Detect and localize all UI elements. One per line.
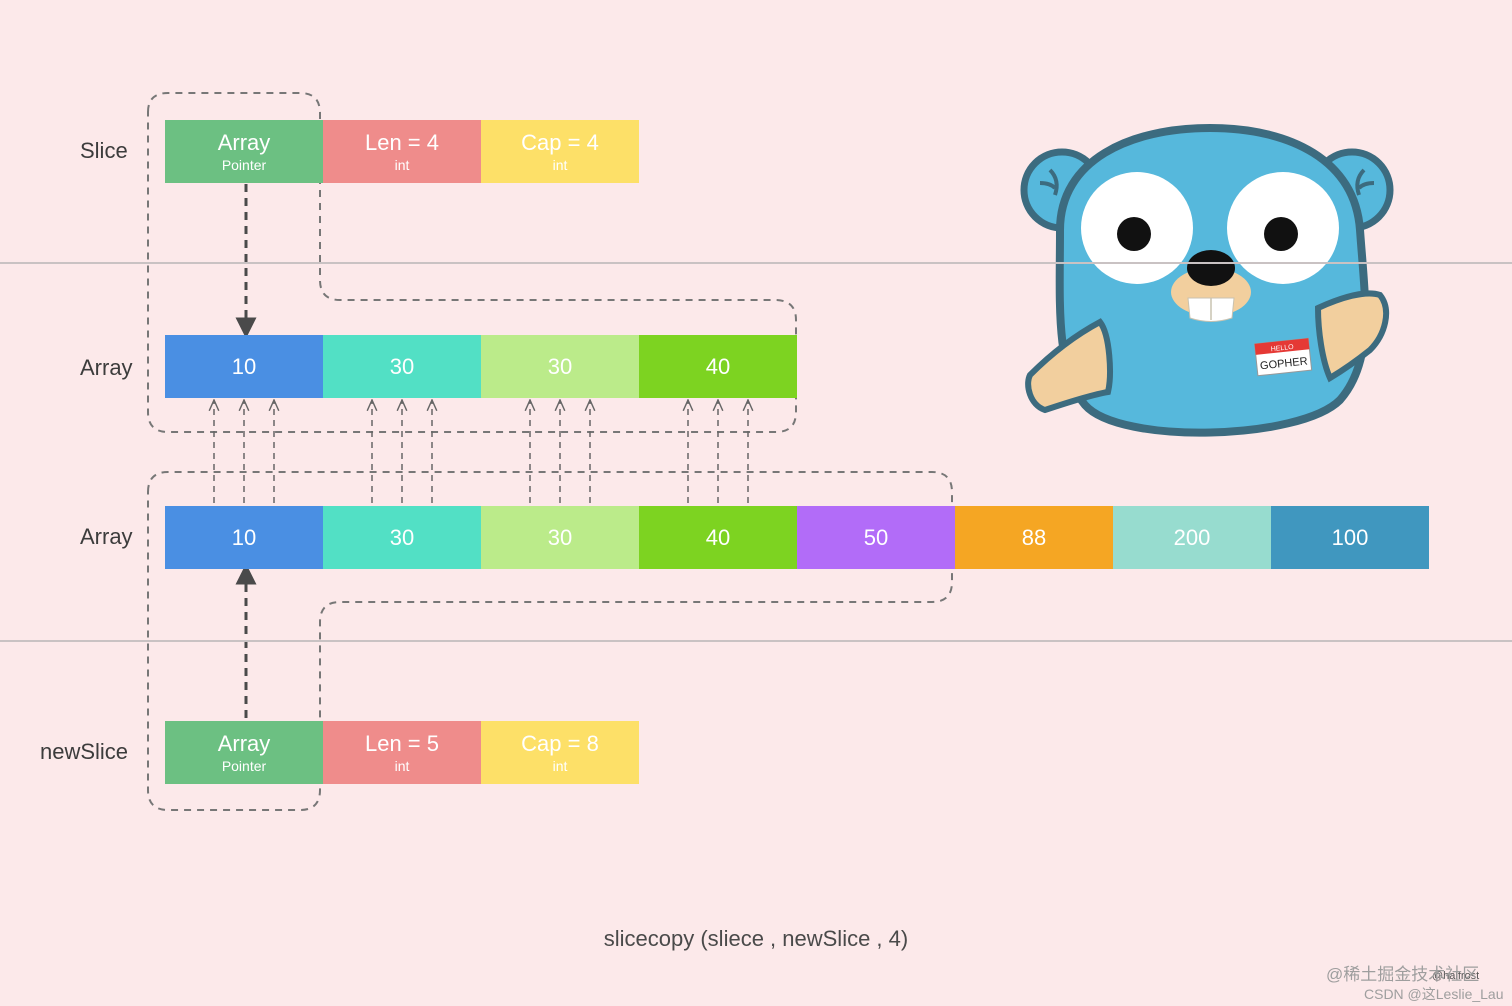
array-bottom-cell-5: 88 (955, 506, 1113, 569)
cell-sub-text: int (394, 156, 410, 173)
separator-bottom (0, 640, 1512, 642)
gopher-right-arm (1314, 290, 1390, 383)
slice-cap-cell: Cap = 4 int (481, 120, 639, 183)
array-bottom-cell-7: 100 (1271, 506, 1429, 569)
slice-len-cell: Len = 4 int (323, 120, 481, 183)
array-top-cell-2: 30 (481, 335, 639, 398)
cell-main-text: Array (217, 129, 271, 155)
separator-top (0, 262, 1512, 264)
watermark-juejin: @稀土掘金技术社区 (1326, 965, 1480, 984)
gopher-nose (1187, 250, 1235, 286)
cell-value: 30 (389, 353, 415, 379)
array-bottom-cell-4: 50 (797, 506, 955, 569)
array-bottom-cell-3: 40 (639, 506, 797, 569)
cell-value: 30 (547, 353, 573, 379)
cell-value: 88 (1021, 524, 1047, 550)
new-slice-bracket (147, 471, 953, 811)
cell-sub-text: int (552, 757, 568, 774)
array-top-cell-3: 40 (639, 335, 797, 398)
function-caption: slicecopy (sliece , newSlice , 4) (603, 926, 909, 951)
array-bottom-label: Array (80, 524, 133, 549)
cell-value: 30 (547, 524, 573, 550)
array-bottom-cell-1: 30 (323, 506, 481, 569)
cell-value: 10 (231, 353, 257, 379)
cell-main-text: Len = 5 (364, 730, 439, 756)
cell-value: 100 (1331, 524, 1369, 550)
cell-sub-text: int (552, 156, 568, 173)
gopher-credit: @halfrost (1432, 970, 1480, 982)
cell-value: 200 (1173, 524, 1211, 550)
cell-value: 40 (705, 524, 731, 550)
new-slice-cap-cell: Cap = 8 int (481, 721, 639, 784)
array-bottom-cell-6: 200 (1113, 506, 1271, 569)
svg-text:GOPHER: GOPHER (1259, 355, 1308, 372)
cell-main-text: Cap = 4 (521, 129, 599, 155)
cell-sub-text: Pointer (221, 757, 267, 774)
array-bottom-cell-2: 30 (481, 506, 639, 569)
cell-value: 30 (389, 524, 415, 550)
gopher-mascot: HELLO GOPHER (1020, 123, 1394, 437)
array-bottom-cell-0: 10 (165, 506, 323, 569)
cell-sub-text: Pointer (221, 156, 267, 173)
array-top-cell-0: 10 (165, 335, 323, 398)
cell-main-text: Cap = 8 (521, 730, 599, 756)
cell-value: 50 (863, 524, 889, 550)
cell-sub-text: int (394, 757, 410, 774)
cell-value: 40 (705, 353, 731, 379)
cell-main-text: Len = 4 (364, 129, 439, 155)
gopher-name-badge: HELLO GOPHER (1254, 337, 1313, 377)
new-slice-array-pointer-cell: Array Pointer (165, 721, 323, 784)
cell-value: 10 (231, 524, 257, 550)
slice-label: Slice (80, 138, 128, 163)
cell-main-text: Array (217, 730, 271, 756)
svg-text:HELLO: HELLO (1270, 344, 1294, 353)
watermark-csdn: CSDN @这Leslie_Lau (1364, 986, 1504, 1002)
gopher-left-arm (1025, 318, 1113, 414)
slice-array-pointer-cell: Array Pointer (165, 120, 323, 183)
copy-arrows (214, 400, 748, 503)
array-top-cell-1: 30 (323, 335, 481, 398)
new-slice-label: newSlice (40, 739, 129, 764)
array-top-label: Array (80, 355, 133, 380)
new-slice-len-cell: Len = 5 int (323, 721, 481, 784)
